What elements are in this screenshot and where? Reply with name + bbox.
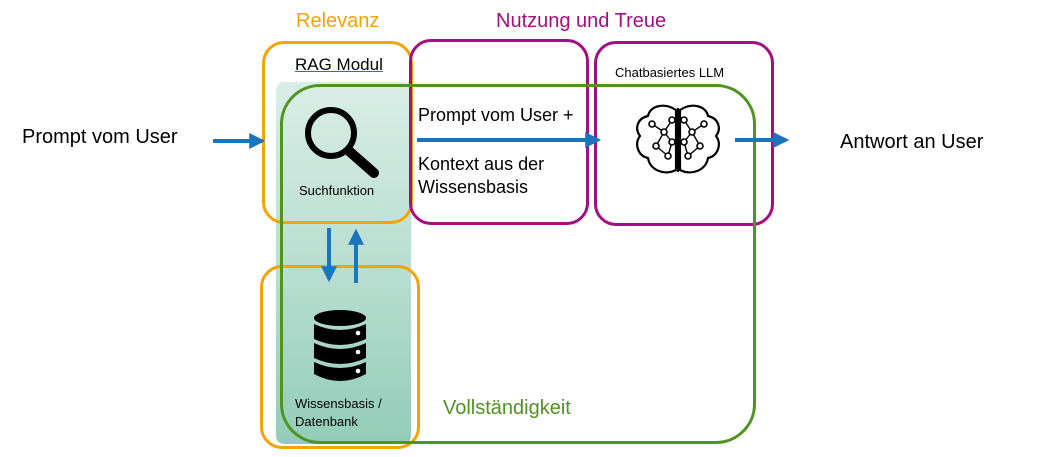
llm-title: Chatbasiertes LLM xyxy=(615,65,725,80)
usage-title: Nutzung und Treue xyxy=(496,10,667,32)
context-line3: Wissensbasis xyxy=(418,177,529,197)
completeness-box xyxy=(280,84,756,444)
brain-network-icon xyxy=(636,104,720,174)
database-icon xyxy=(314,310,366,381)
rag-module-title: RAG Modul xyxy=(295,55,383,74)
answer-label: Antwort an User xyxy=(840,131,984,153)
relevance-box-knowledge-base xyxy=(260,265,420,449)
rag-module-background xyxy=(276,82,411,444)
search-label: Suchfunktion xyxy=(299,183,375,198)
context-line1: Prompt vom User + xyxy=(418,105,574,125)
completeness-title: Vollständigkeit xyxy=(443,397,571,419)
magnifier-icon xyxy=(305,107,379,178)
prompt-input-label: Prompt vom User xyxy=(22,126,178,148)
knowledge-base-label-line1: Wissensbasis / xyxy=(295,396,382,411)
context-line2: Kontext aus der xyxy=(418,154,545,174)
knowledge-base-label-line2: Datenbank xyxy=(295,414,358,429)
knowledge-base-label: Wissensbasis / Datenbank xyxy=(295,395,382,431)
relevance-title: Relevanz xyxy=(296,10,380,32)
